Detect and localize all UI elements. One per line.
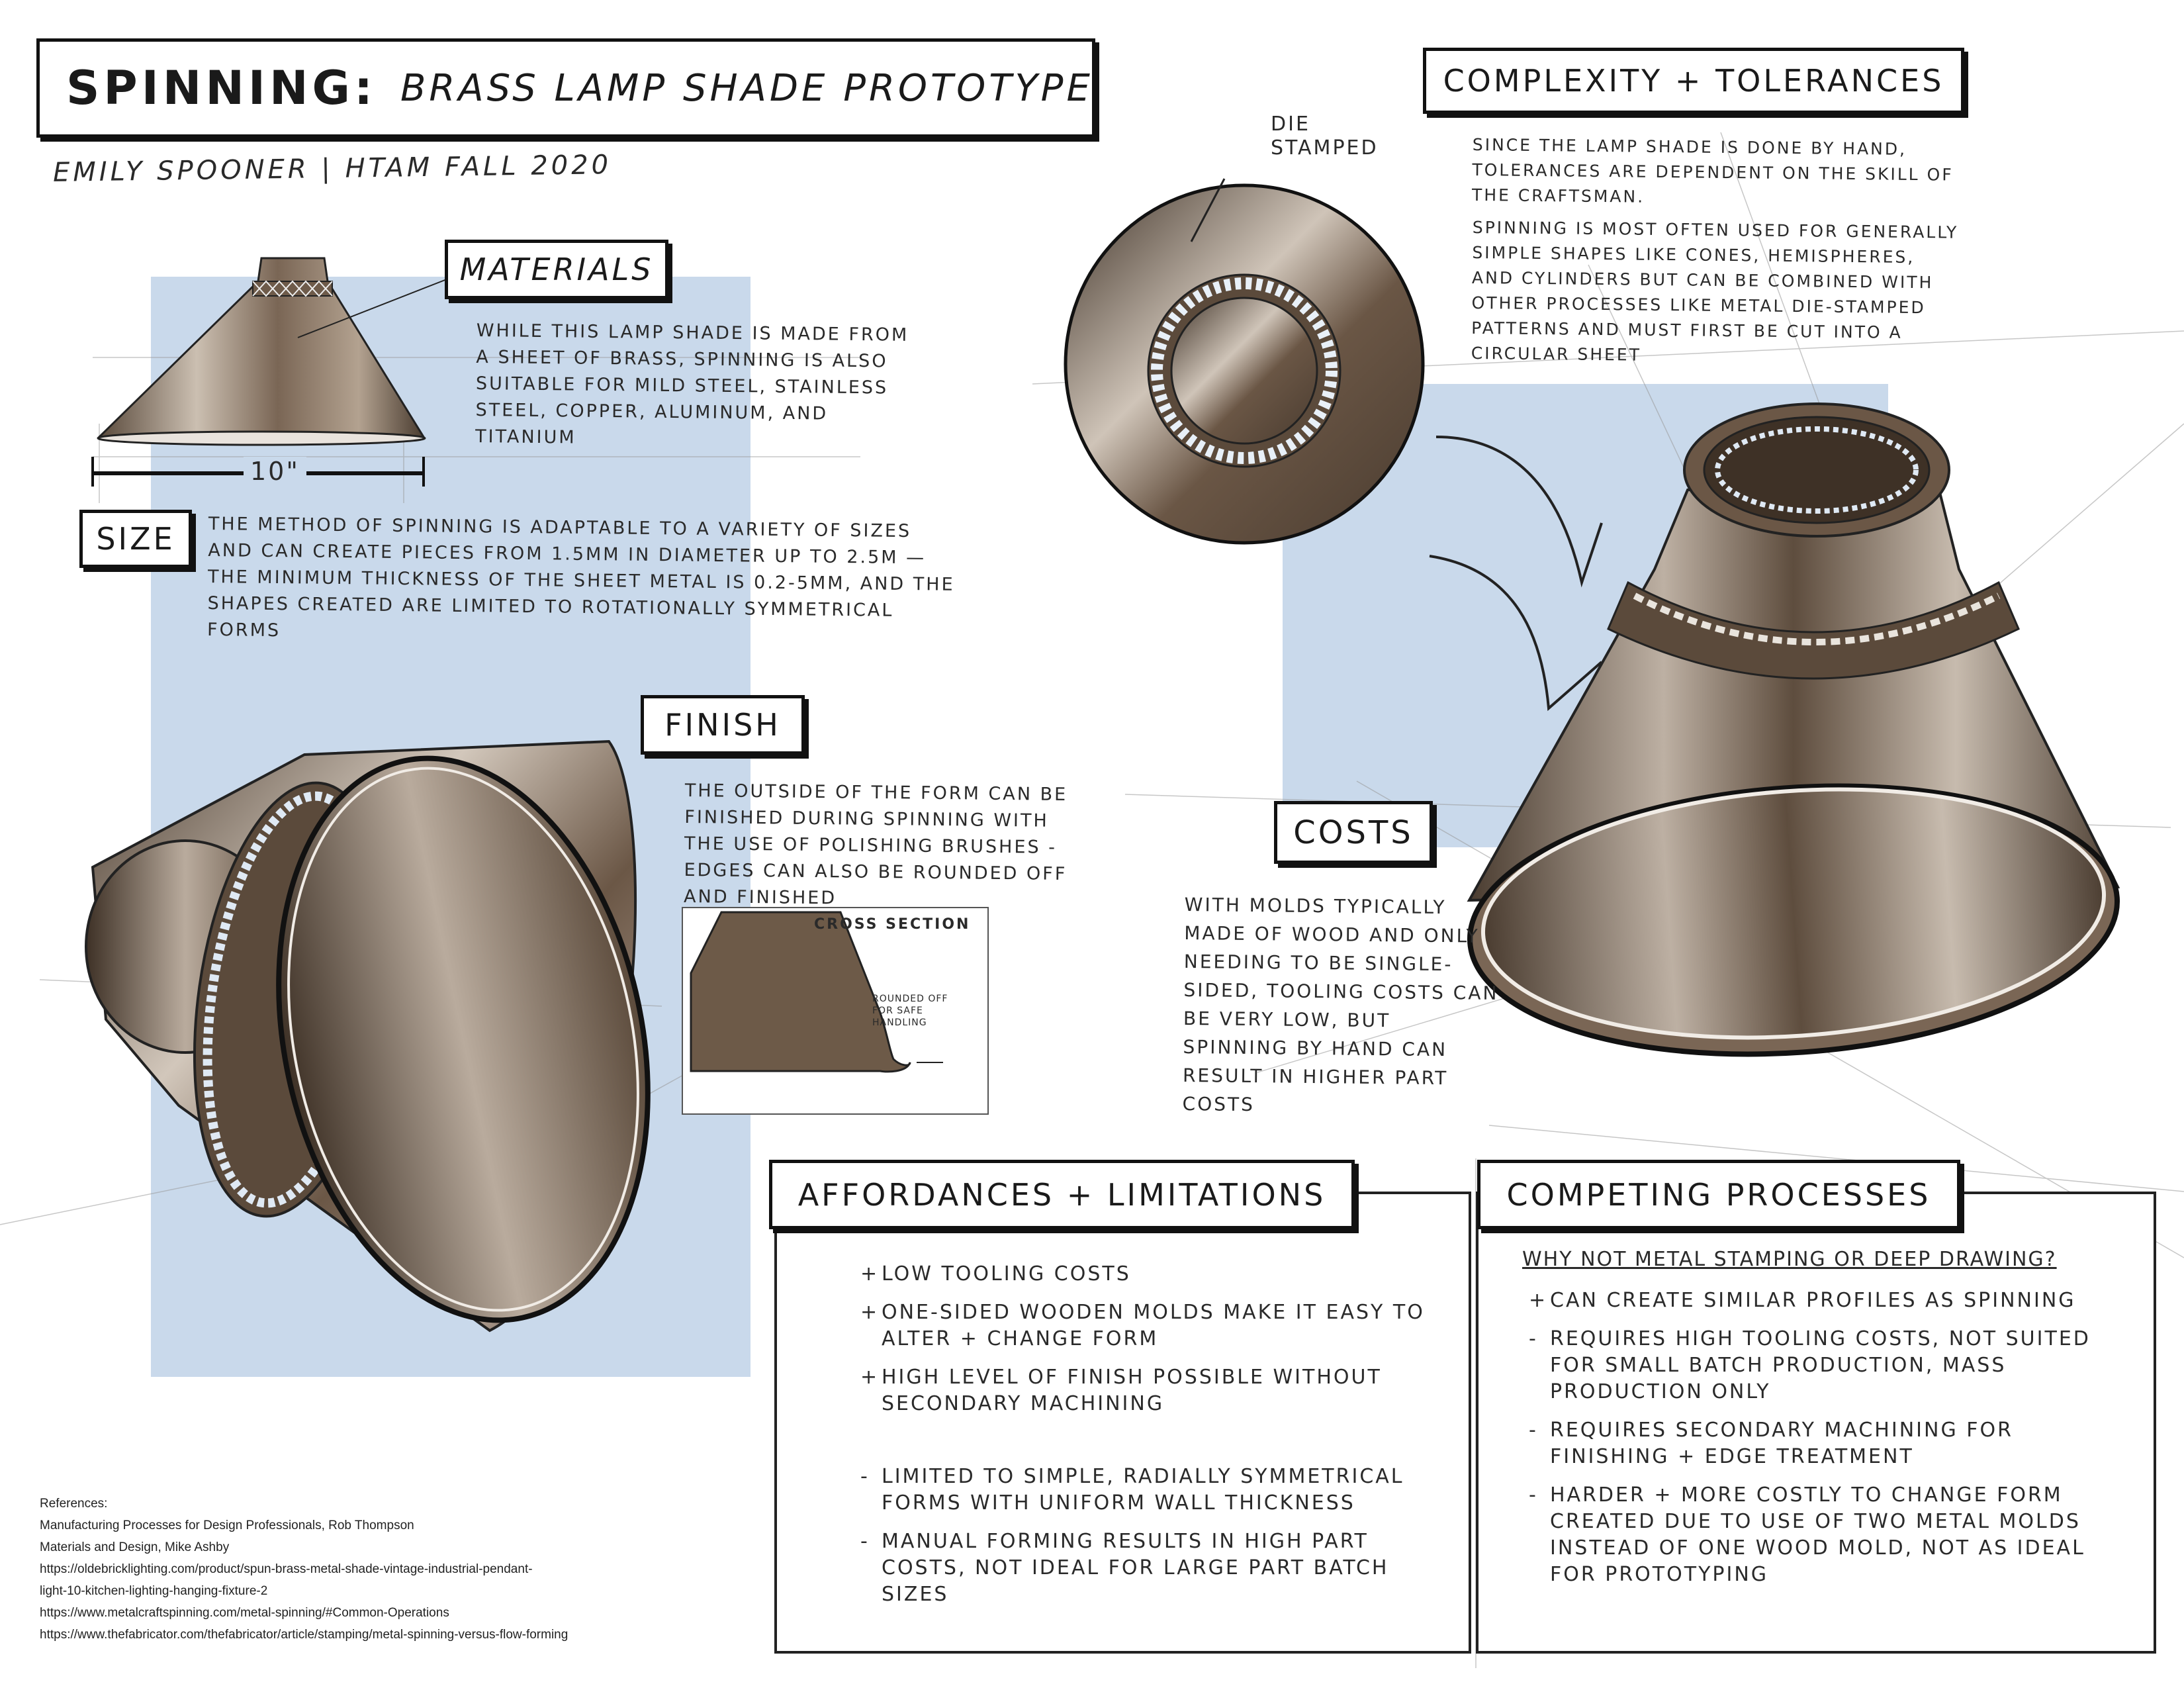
reference-link[interactable]: light-10-kitchen-lighting-hanging-fixtur… — [40, 1584, 268, 1598]
dimension-label: 10" — [244, 457, 306, 486]
costs-text: With molds typically made of wood and on… — [1182, 893, 1499, 1116]
references: References: Manufacturing Processes for … — [40, 1493, 768, 1646]
references-heading: References: — [40, 1497, 108, 1511]
limitation-item: -Manual forming results in high part cos… — [860, 1530, 1389, 1606]
reference-line: Materials and Design, Mike Ashby — [40, 1540, 230, 1554]
complexity-text-1: Since the lamp shade is done by hand, to… — [1471, 134, 1954, 207]
materials-heading: Materials — [459, 252, 654, 287]
bullet-plus-icon: + — [860, 1366, 880, 1389]
size-heading-box: Size — [79, 510, 192, 568]
title-box: Spinning: Brass Lamp Shade Prototype — [36, 38, 1095, 138]
bullet-minus-icon: - — [860, 1530, 870, 1553]
competing-item: -Requires high tooling costs, not suited… — [1529, 1327, 2091, 1403]
finish-heading-box: Finish — [641, 695, 805, 755]
finish-heading: Finish — [664, 707, 781, 743]
competing-heading: Competing Processes — [1506, 1176, 1931, 1213]
materials-heading-box: Materials — [445, 240, 668, 299]
page-title: Brass Lamp Shade Prototype — [400, 66, 1093, 110]
costs-heading: Costs — [1293, 814, 1414, 851]
cross-section-drawing — [690, 911, 943, 1073]
competing-list: +Can create similar profiles as spinning… — [1529, 1288, 2111, 1600]
competing-item: +Can create similar profiles as spinning — [1529, 1288, 2111, 1314]
reference-link[interactable]: https://www.thefabricator.com/thefabrica… — [40, 1628, 569, 1642]
title-prefix: Spinning: — [66, 61, 377, 115]
competing-heading-box: Competing Processes — [1477, 1160, 1960, 1229]
competing-panel — [1476, 1192, 2156, 1654]
lamp-shade-top-view — [1064, 178, 1425, 545]
reference-line: Manufacturing Processes for Design Profe… — [40, 1519, 414, 1532]
die-stamped-label: Die Stamped — [1271, 113, 1379, 160]
bullet-plus-icon: + — [860, 1262, 880, 1286]
lamp-shade-perspective-view — [1467, 402, 2120, 1057]
reference-link[interactable]: https://www.metalcraftspinning.com/metal… — [40, 1606, 449, 1620]
competing-question: Why not metal stamping or deep drawing? — [1522, 1248, 2057, 1271]
materials-text: While this lamp shade is made from a she… — [475, 320, 909, 448]
finish-text: The outside of the form can be finished … — [683, 780, 1068, 909]
costs-heading-box: Costs — [1274, 801, 1433, 864]
reference-link[interactable]: https://oldebricklighting.com/product/sp… — [40, 1562, 533, 1576]
complexity-heading: Complexity + Tolerances — [1443, 63, 1944, 99]
lamp-shade-angled-view — [85, 739, 651, 1333]
affordances-panel — [774, 1192, 1471, 1654]
bullet-minus-icon: - — [1529, 1419, 1538, 1442]
complexity-heading-box: Complexity + Tolerances — [1423, 48, 1964, 114]
lamp-shade-side-view — [91, 257, 451, 487]
competing-item: -Harder + more costly to change form cre… — [1529, 1483, 2085, 1586]
affordance-item: +One-sided wooden molds make it easy to … — [860, 1301, 1425, 1350]
limitation-item: -Limited to simple, radially symmetrical… — [860, 1465, 1404, 1515]
bullet-plus-icon: + — [860, 1301, 880, 1324]
affordances-heading-box: Affordances + Limitations — [769, 1160, 1355, 1229]
bullet-minus-icon: - — [1529, 1483, 1538, 1507]
affordance-item: +Low tooling costs — [860, 1261, 1436, 1288]
sketch-arrow — [1429, 436, 1603, 712]
bullet-minus-icon: - — [1529, 1327, 1538, 1350]
competing-item: -Requires secondary machining for finish… — [1529, 1419, 2013, 1468]
rounded-note: Rounded off for safe handling — [872, 994, 948, 1028]
size-text: The method of spinning is adaptable to a… — [206, 513, 955, 641]
affordance-item: +High level of finish possible without s… — [860, 1366, 1382, 1415]
size-heading: Size — [96, 521, 175, 557]
affordances-heading: Affordances + Limitations — [797, 1176, 1326, 1213]
cross-section-label: Cross Section — [814, 916, 971, 933]
bullet-minus-icon: - — [860, 1465, 870, 1488]
affordances-list: +Low tooling costs +One-sided wooden mol… — [860, 1261, 1436, 1620]
bullet-plus-icon: + — [1529, 1289, 1548, 1312]
complexity-text-2: Spinning is most often used for generall… — [1471, 217, 1959, 365]
